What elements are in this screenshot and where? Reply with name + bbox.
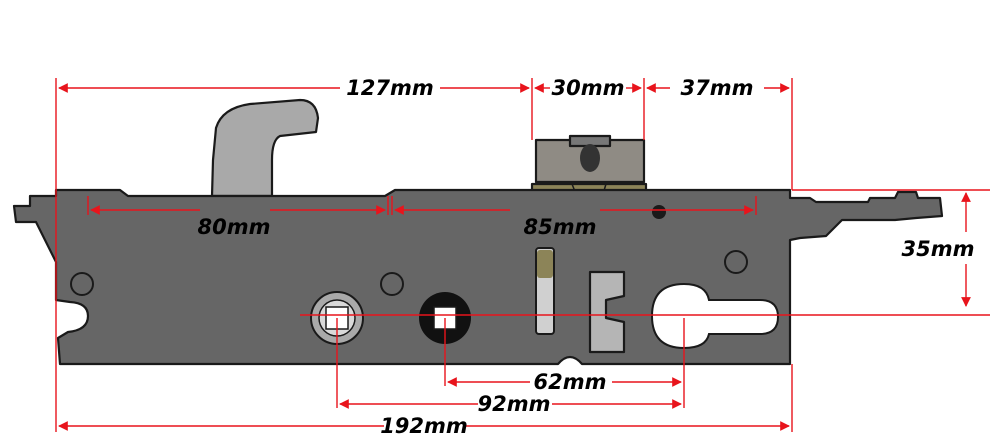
label-62mm: 62mm	[534, 370, 607, 394]
hook-bolt	[210, 98, 320, 198]
label-92mm: 92mm	[478, 392, 551, 416]
extension-lines	[55, 78, 990, 432]
label-192mm: 192mm	[380, 414, 468, 438]
cam-cutout	[588, 270, 626, 354]
latch-slot	[580, 144, 600, 172]
label-85mm: 85mm	[524, 215, 597, 239]
label-127mm: 127mm	[346, 76, 434, 100]
label-37mm: 37mm	[681, 76, 754, 100]
label-35mm: 35mm	[902, 237, 975, 261]
mounting-hole	[380, 272, 404, 296]
lock-body	[12, 188, 944, 366]
rivet	[652, 205, 666, 219]
mounting-hole	[70, 272, 94, 296]
mounting-hole	[724, 250, 748, 274]
dimension-arrows	[58, 83, 971, 431]
label-80mm: 80mm	[198, 215, 271, 239]
guide-slot	[535, 247, 555, 335]
label-30mm: 30mm	[552, 76, 625, 100]
